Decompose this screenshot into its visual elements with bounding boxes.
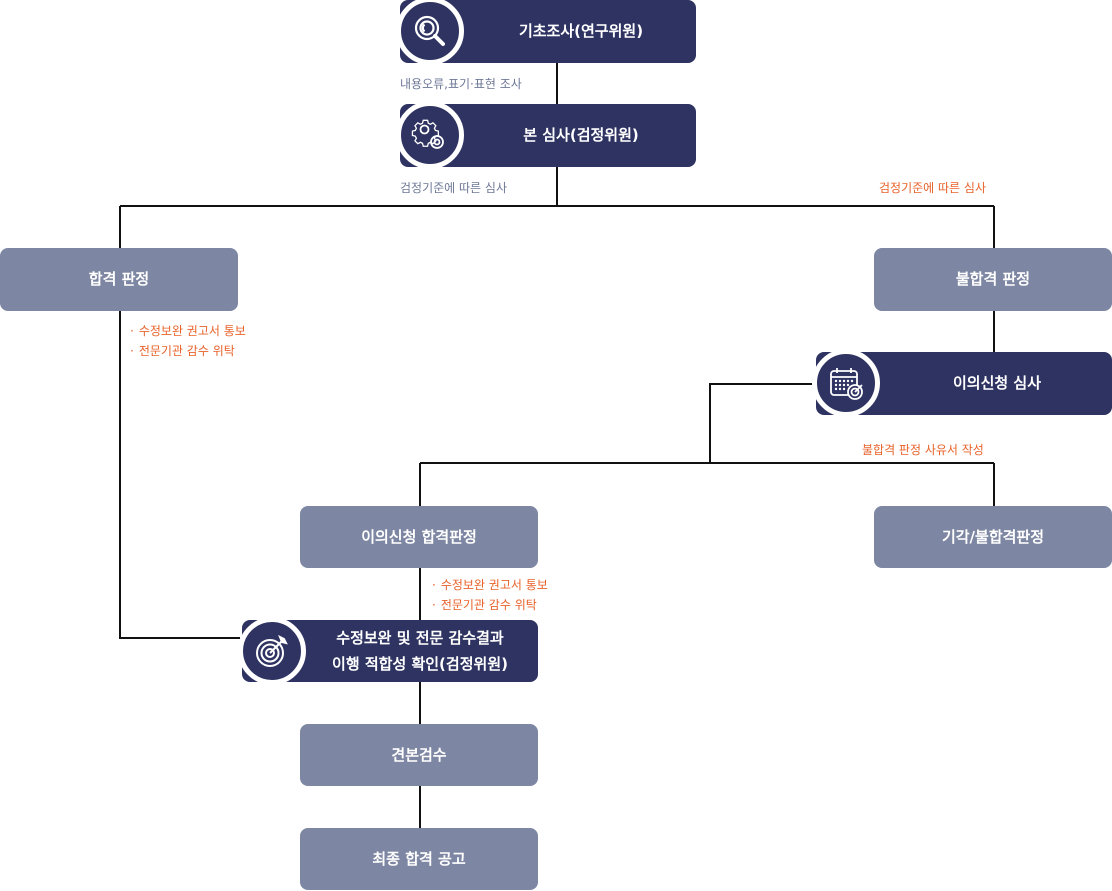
basic-survey-box: 기초조사(연구위원) bbox=[396, 0, 696, 65]
fail-label: 불합격 판정 bbox=[955, 270, 1031, 289]
reason-writing-note: 불합격 판정 사유서 작성 bbox=[862, 443, 984, 457]
appeal-bullets: 수정보완 권고서 통보 전문기관 감수 위탁 bbox=[432, 575, 548, 615]
final-notice-label: 최종 합격 공고 bbox=[372, 849, 466, 868]
appeal-review-label: 이의신청 심사 bbox=[952, 374, 1042, 393]
pass-box: 합격 판정 bbox=[0, 248, 238, 311]
rejection-box: 기각/불합격판정 bbox=[874, 506, 1112, 568]
appeal-pass-label: 이의신청 합격판정 bbox=[361, 527, 477, 546]
connector-pass-verify bbox=[119, 311, 240, 639]
appeal-bullet-1: 수정보완 권고서 통보 bbox=[432, 575, 548, 595]
content-errors-note: 내용오류,표기·표현 조사 bbox=[400, 77, 522, 91]
appeal-pass-box: 이의신청 합격판정 bbox=[300, 506, 538, 568]
target-icon bbox=[238, 617, 306, 685]
pass-bullet-2: 전문기관 감수 위탁 bbox=[130, 341, 246, 361]
pass-label: 합격 판정 bbox=[88, 270, 150, 289]
rejection-label: 기각/불합격판정 bbox=[941, 527, 1045, 546]
verify-label-line2: 이행 적합성 확인(검정위원) bbox=[332, 655, 508, 673]
appeal-review-box: 이의신청 심사 bbox=[812, 349, 1112, 417]
basic-survey-label: 기초조사(연구위원) bbox=[518, 22, 644, 41]
criteria-right-note: 검정기준에 따른 심사 bbox=[879, 181, 986, 195]
main-review-label: 본 심사(검정위원) bbox=[523, 126, 639, 145]
calendar-target-icon bbox=[812, 349, 880, 417]
appeal-bullet-2: 전문기관 감수 위탁 bbox=[432, 595, 548, 615]
fail-box: 불합격 판정 bbox=[874, 248, 1112, 311]
pass-bullet-1: 수정보완 권고서 통보 bbox=[130, 321, 246, 341]
criteria-left-note: 검정기준에 따른 심사 bbox=[400, 181, 507, 195]
sample-check-box: 견본검수 bbox=[300, 724, 538, 786]
connector-appeal-left bbox=[709, 383, 820, 463]
verify-box: 수정보완 및 전문 감수결과 이행 적합성 확인(검정위원) bbox=[238, 617, 538, 685]
magnifier-icon bbox=[396, 0, 464, 65]
final-notice-box: 최종 합격 공고 bbox=[300, 828, 538, 890]
sample-check-label: 견본검수 bbox=[391, 745, 447, 764]
pass-bullets: 수정보완 권고서 통보 전문기관 감수 위탁 bbox=[130, 321, 246, 361]
main-review-box: 본 심사(검정위원) bbox=[396, 101, 696, 169]
gear-icon bbox=[396, 101, 464, 169]
verify-label: 수정보완 및 전문 감수결과 이행 적합성 확인(검정위원) bbox=[302, 620, 538, 682]
verify-label-line1: 수정보완 및 전문 감수결과 bbox=[336, 629, 504, 647]
